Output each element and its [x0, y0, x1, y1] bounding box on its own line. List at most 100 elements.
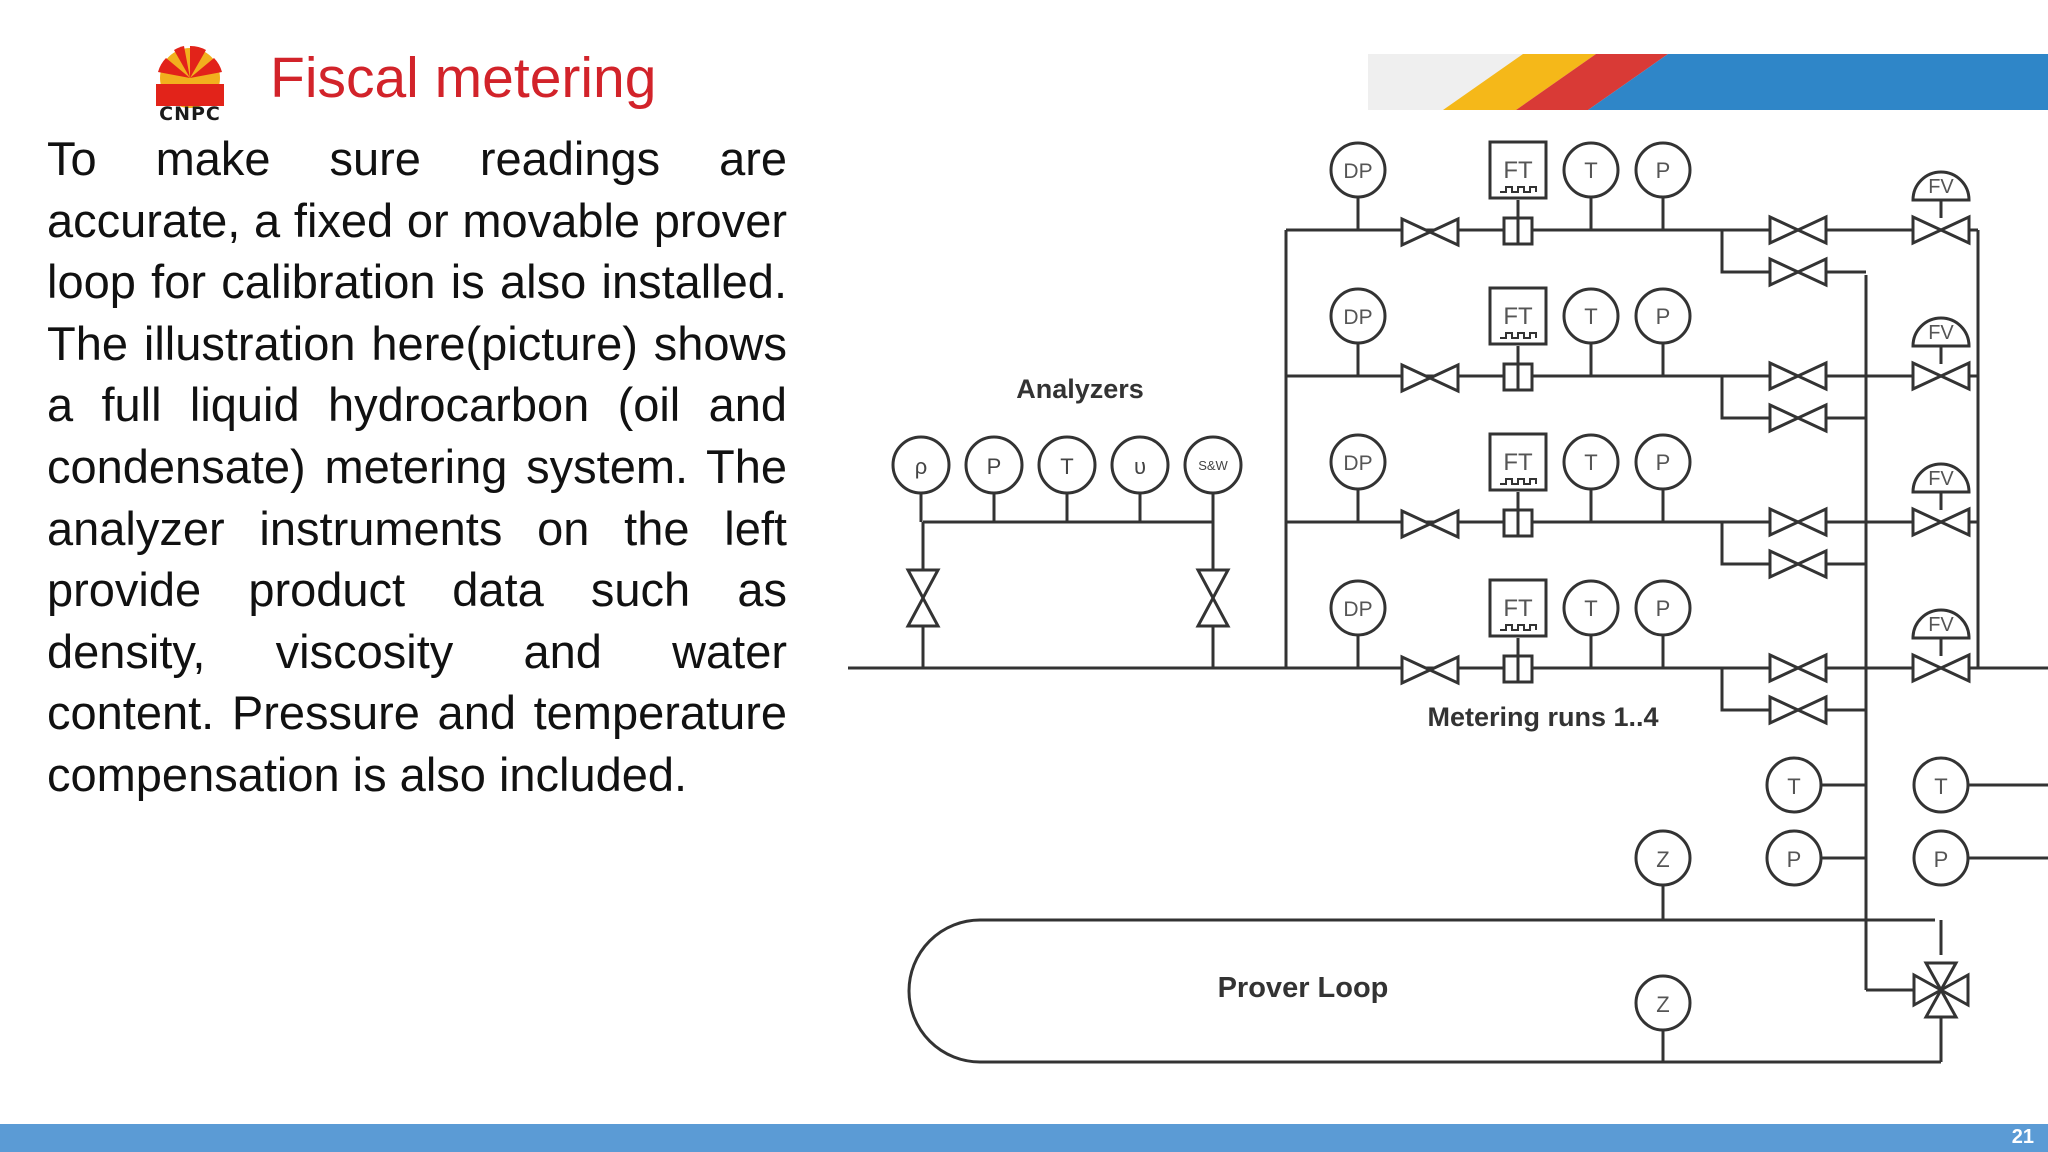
metering-run-4: DP FT T P FV — [1286, 578, 1978, 726]
svg-text:P: P — [1934, 847, 1949, 872]
differential-pressure-icon: DP — [1329, 579, 1387, 637]
svg-text:ρ: ρ — [915, 454, 928, 479]
svg-text:FV: FV — [1928, 468, 1954, 490]
differential-pressure-icon: DP — [1329, 433, 1387, 491]
flow-transmitter-icon: FT — [1488, 286, 1548, 346]
logo-text: CNPC — [159, 103, 221, 125]
svg-text:P: P — [1787, 847, 1802, 872]
cnpc-logo — [156, 45, 224, 108]
flow-control-actuator-icon: FV — [1911, 170, 1971, 218]
svg-text:T: T — [1584, 596, 1597, 621]
prover-pressure-right-icon: P — [1912, 829, 1970, 887]
prover-branch-valve-icon — [1768, 402, 1828, 434]
flow-control-valve-icon — [1911, 506, 1971, 538]
run-outlet-valve-icon — [1768, 652, 1828, 684]
run-outlet-valve-icon — [1768, 506, 1828, 538]
analyzers-label: Analyzers — [1016, 374, 1144, 404]
metering-run-2: DP FT T P FV — [1286, 286, 1978, 434]
prover-z-top-icon: Z — [1634, 829, 1692, 887]
differential-pressure-icon: DP — [1329, 287, 1387, 345]
flow-control-valve-icon — [1911, 652, 1971, 684]
run-temperature-icon: T — [1562, 141, 1620, 199]
svg-text:υ: υ — [1134, 454, 1146, 479]
run-inlet-valve-icon — [1400, 508, 1460, 540]
prover-branch-valve-icon — [1768, 256, 1828, 288]
piping-lines — [848, 230, 2048, 1064]
svg-text:FT: FT — [1503, 303, 1533, 330]
flow-transmitter-icon: FT — [1488, 140, 1548, 200]
analyzer-valves — [905, 568, 1231, 628]
flow-control-actuator-icon: FV — [1911, 608, 1971, 656]
metering-run-1: DP FT T P FV — [1286, 140, 1978, 288]
run-inlet-valve-icon — [1400, 216, 1460, 248]
run-temperature-icon: T — [1562, 433, 1620, 491]
svg-text:T: T — [1060, 454, 1073, 479]
svg-text:FT: FT — [1503, 449, 1533, 476]
valve-icon — [905, 568, 941, 602]
prover-temperature-left-icon: T — [1765, 756, 1823, 814]
svg-text:FT: FT — [1503, 595, 1533, 622]
run-pressure-icon: P — [1634, 579, 1692, 637]
svg-text:T: T — [1584, 304, 1597, 329]
logo-petals-icon — [156, 45, 224, 108]
flow-control-actuator-icon: FV — [1911, 462, 1971, 510]
run-pressure-icon: P — [1634, 433, 1692, 491]
temperature-analyzer-icon: T — [1037, 435, 1097, 495]
metering-runs-label: Metering runs 1..4 — [1427, 702, 1658, 732]
analyzer-instruments: ρ P T υ S&W — [891, 435, 1243, 495]
differential-pressure-icon: DP — [1329, 141, 1387, 199]
prover-z-bottom-icon: Z — [1634, 974, 1692, 1032]
flow-control-actuator-icon: FV — [1911, 316, 1971, 364]
flow-control-valve-icon — [1911, 214, 1971, 246]
metering-run-3: DP FT T P FV — [1286, 432, 1978, 580]
svg-text:FV: FV — [1928, 322, 1954, 344]
four-way-valve-icon — [1912, 961, 1970, 1019]
prover-loop-label: Prover Loop — [1218, 972, 1389, 1004]
flow-control-valve-icon — [1911, 360, 1971, 392]
svg-text:P: P — [1656, 304, 1671, 329]
run-outlet-valve-icon — [1768, 360, 1828, 392]
svg-text:DP: DP — [1343, 598, 1372, 621]
metering-runs: DP FT T P FV DP FT T P FV DP FT T P FV DP FT T P FV — [1286, 140, 1978, 726]
run-inlet-valve-icon — [1400, 362, 1460, 394]
run-temperature-icon: T — [1562, 287, 1620, 345]
svg-text:Z: Z — [1656, 992, 1669, 1017]
svg-text:DP: DP — [1343, 306, 1372, 329]
density-analyzer-icon: ρ — [891, 435, 951, 495]
svg-text:DP: DP — [1343, 452, 1372, 475]
slide-title: Fiscal metering — [270, 46, 657, 110]
prover-branch-valve-icon — [1768, 694, 1828, 726]
run-temperature-icon: T — [1562, 579, 1620, 637]
run-pressure-icon: P — [1634, 141, 1692, 199]
prover-pressure-left-icon: P — [1765, 829, 1823, 887]
prover-temperature-right-icon: T — [1912, 756, 1970, 814]
water-content-analyzer-icon: S&W — [1183, 435, 1243, 495]
run-outlet-valve-icon — [1768, 214, 1828, 246]
run-inlet-valve-icon — [1400, 654, 1460, 686]
prover-instruments: T P T P Z Z — [1634, 756, 1970, 1032]
svg-text:S&W: S&W — [1198, 458, 1228, 473]
svg-text:FT: FT — [1503, 157, 1533, 184]
svg-text:P: P — [1656, 450, 1671, 475]
svg-text:FV: FV — [1928, 614, 1954, 636]
svg-text:P: P — [987, 454, 1002, 479]
run-pressure-icon: P — [1634, 287, 1692, 345]
svg-text:T: T — [1584, 158, 1597, 183]
svg-text:T: T — [1584, 450, 1597, 475]
viscosity-analyzer-icon: υ — [1110, 435, 1170, 495]
valve-icon — [1195, 594, 1231, 628]
svg-text:DP: DP — [1343, 160, 1372, 183]
svg-text:T: T — [1787, 774, 1800, 799]
pressure-analyzer-icon: P — [964, 435, 1024, 495]
header-decorative-band — [1368, 54, 2048, 110]
prover-branch-valve-icon — [1768, 548, 1828, 580]
flow-transmitter-icon: FT — [1488, 578, 1548, 638]
footer-bar: 21 — [0, 1124, 2048, 1152]
body-paragraph: To make sure readings are accurate, a fi… — [47, 132, 787, 801]
svg-text:P: P — [1656, 158, 1671, 183]
page-number: 21 — [2011, 1126, 2034, 1148]
svg-text:Z: Z — [1656, 847, 1669, 872]
valve-icon — [1195, 568, 1231, 602]
svg-text:P: P — [1656, 596, 1671, 621]
